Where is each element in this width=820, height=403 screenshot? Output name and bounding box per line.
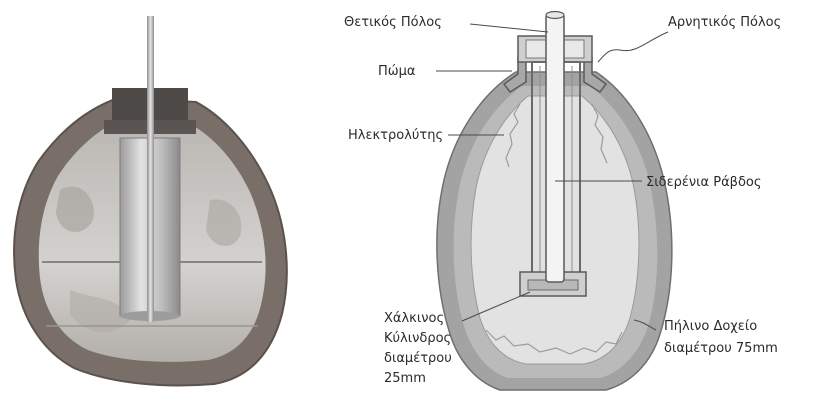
- label-copper-cylinder-4: 25mm: [384, 371, 426, 386]
- photo-iron-rod: [147, 16, 154, 322]
- label-lid: Πώμα: [378, 64, 416, 79]
- label-positive-pole: Θετικός Πόλος: [344, 15, 442, 30]
- label-clay-jar-1: Πήλινο Δοχείο: [664, 319, 757, 334]
- label-iron-rod: Σιδερένια Ράβδος: [646, 175, 761, 190]
- label-copper-cylinder-3: διαμέτρου: [384, 351, 452, 366]
- battery-diagram: Θετικός Πόλος Αρνητικός Πόλος Πώμα Ηλεκτ…: [344, 12, 781, 391]
- iron-rod: [546, 14, 564, 282]
- label-copper-cylinder-1: Χάλκινος: [384, 311, 444, 326]
- label-copper-cylinder-2: Κύλινδρος: [384, 331, 451, 346]
- label-electrolyte: Ηλεκτρολύτης: [348, 128, 443, 143]
- label-clay-jar-2: διαμέτρου 75mm: [664, 341, 778, 356]
- artifact-photo: [14, 16, 287, 385]
- label-negative-pole: Αρνητικός Πόλος: [668, 15, 781, 30]
